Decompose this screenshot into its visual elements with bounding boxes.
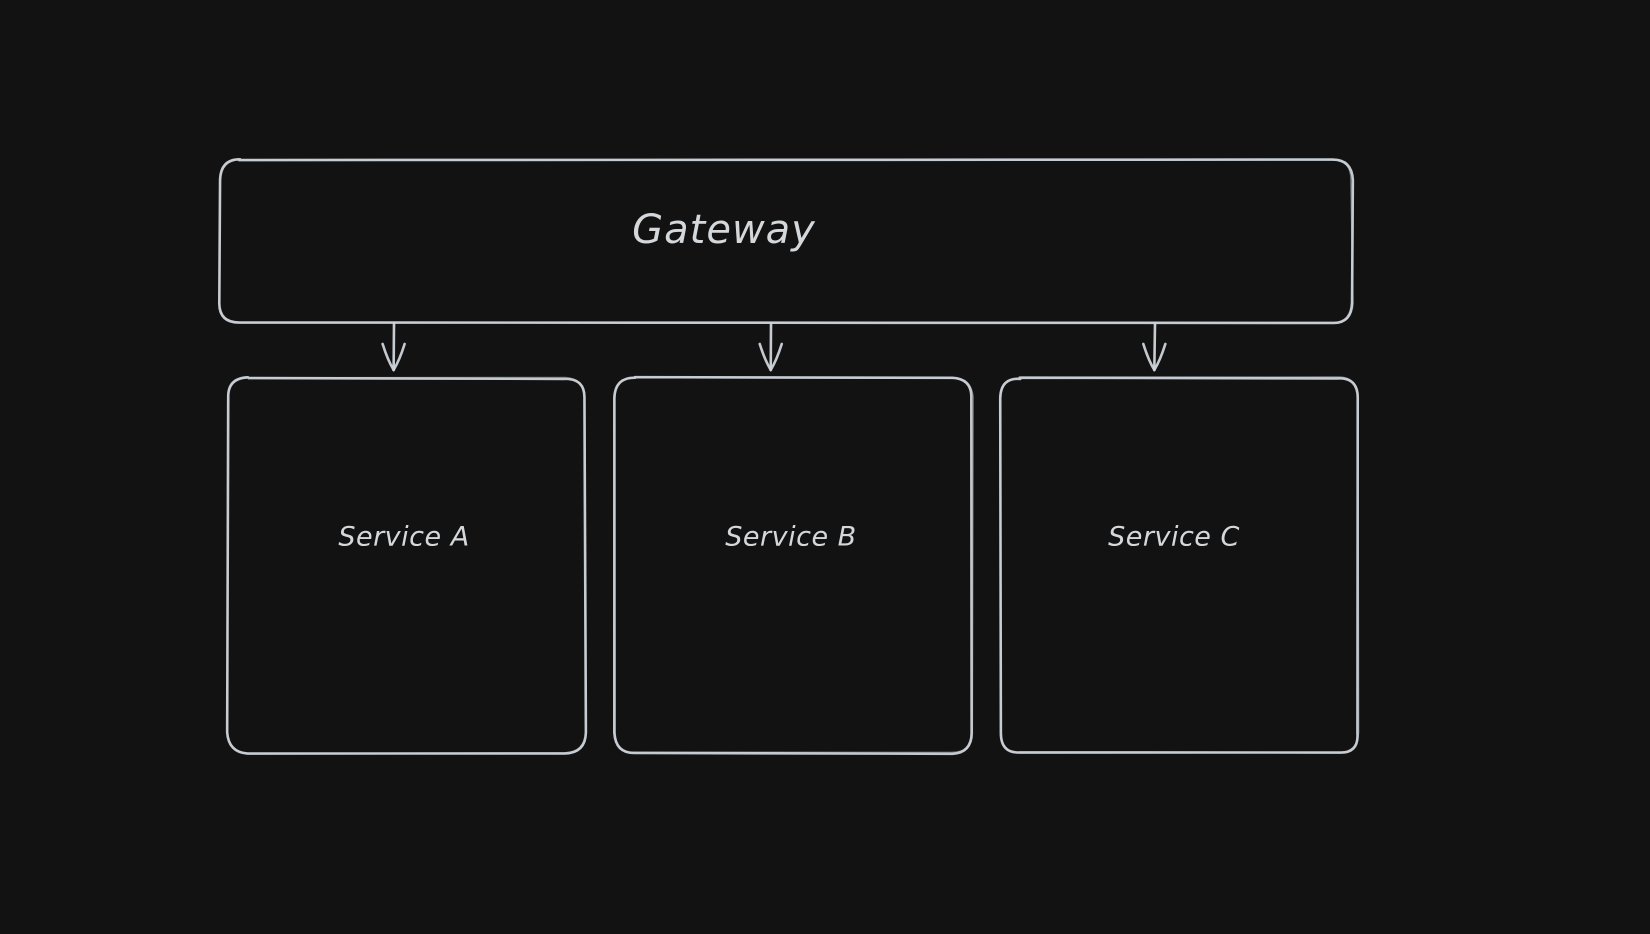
edge-gateway-service-a[interactable] xyxy=(381,321,406,372)
node-service-b-outline xyxy=(613,375,974,756)
node-service-a[interactable] xyxy=(228,378,585,753)
node-gateway-label: Gateway xyxy=(632,207,816,253)
node-service-c[interactable] xyxy=(1000,378,1358,753)
node-gateway-outline xyxy=(217,158,1355,325)
edge-gateway-service-b[interactable] xyxy=(758,321,784,372)
shapes-layer xyxy=(217,158,1360,756)
node-service-b[interactable] xyxy=(615,378,972,753)
node-service-a-label: Service A xyxy=(338,521,470,553)
node-service-c-outline xyxy=(998,376,1360,754)
node-service-a-outline xyxy=(225,375,588,755)
edge-gateway-service-c[interactable] xyxy=(1142,321,1167,372)
node-service-c-label: Service C xyxy=(1108,521,1240,553)
node-service-b-label: Service B xyxy=(725,521,857,553)
edges-layer xyxy=(381,321,1167,372)
